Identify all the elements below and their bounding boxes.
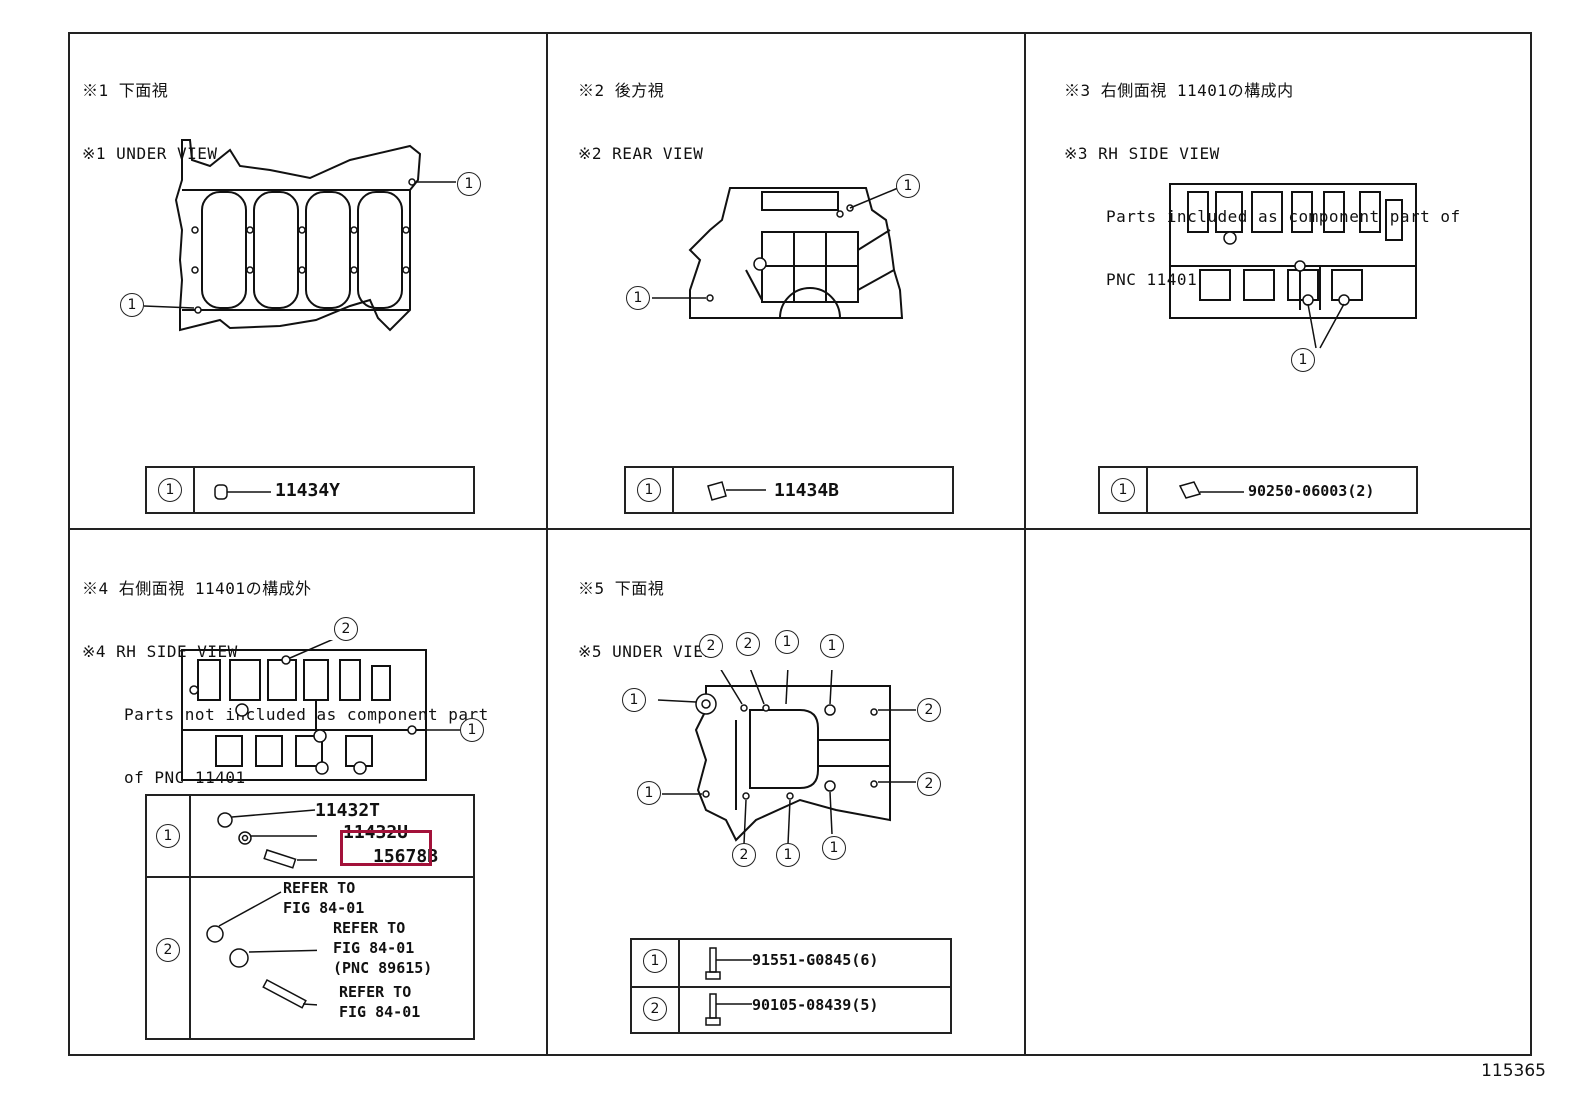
part-number[interactable]: 15678B	[373, 846, 439, 867]
header-en: ※3 RH SIDE VIEW	[1064, 144, 1220, 163]
part-number[interactable]: 91551-G0845(6)	[752, 951, 879, 969]
dowel-pin-icon	[1176, 480, 1246, 504]
callout-1: 1	[820, 634, 844, 658]
ref-line: REFER TO	[333, 919, 406, 937]
panel-header: ※2 後方視 ※2 REAR VIEW	[578, 38, 703, 206]
callout-1: 1	[1291, 348, 1315, 372]
callout-1: 1	[626, 286, 650, 310]
row-index-cell: 1	[626, 468, 674, 512]
highlight-box	[340, 830, 432, 866]
panel-header: ※1 下面視 ※1 UNDER VIEW	[82, 38, 218, 206]
panel-header: ※5 下面視 ※5 UNDER VIEW	[578, 536, 714, 704]
part-number[interactable]: 11434B	[774, 480, 840, 501]
bolt-icon	[704, 944, 754, 984]
diagram-frame	[68, 32, 1532, 1056]
row-index-column	[147, 796, 191, 1038]
row-number: 1	[156, 824, 180, 848]
callout-2: 2	[917, 772, 941, 796]
ref-line: REFER TO	[283, 879, 356, 897]
header-note: of PNC 11401	[124, 768, 246, 787]
dowel-pin-icon	[704, 480, 768, 504]
ref-line: FIG 84-01	[283, 899, 365, 917]
part-number[interactable]: 11434Y	[275, 480, 341, 501]
parts-table: 1 2 91551-G0845(6) 90105-08439(5)	[630, 938, 952, 1034]
row-number: 1	[637, 478, 661, 502]
callout-1: 1	[637, 781, 661, 805]
ref-line: FIG 84-01	[333, 939, 415, 957]
bolt-icon	[704, 990, 754, 1032]
callout-1: 1	[622, 688, 646, 712]
header-en: ※2 REAR VIEW	[578, 144, 704, 163]
row-index-cell: 1	[147, 468, 195, 512]
parts-table: 1 11434B	[624, 466, 954, 514]
cylinder-block-rh-side-drawing	[176, 640, 476, 790]
ref-line: REFER TO	[339, 983, 412, 1001]
row-number: 2	[643, 997, 667, 1021]
panel-header: ※4 右側面視 11401の構成外 ※4 RH SIDE VIEW Parts …	[82, 536, 489, 830]
header-jp: ※3 右側面視 11401の構成内	[1064, 81, 1294, 100]
callout-2: 2	[699, 634, 723, 658]
divider	[546, 34, 548, 1054]
header-en: ※5 UNDER VIEW	[578, 642, 714, 661]
row-divider	[632, 986, 950, 988]
cylinder-block-rh-side-drawing	[1160, 180, 1420, 380]
callout-1: 1	[775, 630, 799, 654]
divider	[70, 528, 1530, 530]
callout-2: 2	[732, 843, 756, 867]
row-number: 1	[643, 949, 667, 973]
callout-2: 2	[917, 698, 941, 722]
callout-1: 1	[776, 843, 800, 867]
row-index-cell: 1	[1100, 468, 1148, 512]
ref-line: FIG 84-01	[339, 1003, 421, 1021]
part-number[interactable]: 11432T	[315, 800, 381, 821]
figure-number: 115365	[1481, 1061, 1546, 1081]
reference-note: REFER TO FIG 84-01 (PNC 89615)	[333, 918, 432, 978]
callout-2: 2	[736, 632, 760, 656]
oil-pan-under-view-drawing	[640, 670, 940, 870]
part-number[interactable]: 90250-06003(2)	[1248, 482, 1375, 500]
header-jp: ※2 後方視	[578, 81, 665, 100]
callout-1: 1	[460, 718, 484, 742]
row-number: 2	[156, 938, 180, 962]
callout-1: 1	[896, 174, 920, 198]
knock-sensor-stud-icon	[197, 880, 317, 1030]
header-jp: ※5 下面視	[578, 579, 665, 598]
parts-table: 1 11434Y	[145, 466, 475, 514]
plug-gasket-union-icon	[211, 800, 321, 876]
row-number: 1	[158, 478, 182, 502]
header-en: ※4 RH SIDE VIEW	[82, 642, 238, 661]
ref-line: (PNC 89615)	[333, 959, 433, 977]
row-number: 1	[1111, 478, 1135, 502]
header-jp: ※4 右側面視 11401の構成外	[82, 579, 312, 598]
reference-note: REFER TO FIG 84-01	[283, 878, 364, 918]
divider	[1024, 34, 1026, 1054]
dowel-pin-icon	[213, 482, 273, 502]
header-jp: ※1 下面視	[82, 81, 169, 100]
callout-2: 2	[334, 617, 358, 641]
cylinder-block-rear-view-drawing	[650, 170, 970, 330]
header-en: ※1 UNDER VIEW	[82, 144, 218, 163]
cylinder-block-under-view-drawing	[120, 130, 500, 350]
reference-note: REFER TO FIG 84-01	[339, 982, 420, 1022]
header-note: PNC 11401	[1106, 270, 1198, 289]
callout-1: 1	[457, 172, 481, 196]
row-divider	[147, 876, 473, 878]
callout-1: 1	[120, 293, 144, 317]
parts-table: 1 2 11432T 11432U 15678B	[145, 794, 475, 1040]
parts-table: 1 90250-06003(2)	[1098, 466, 1418, 514]
callout-1: 1	[822, 836, 846, 860]
part-number[interactable]: 90105-08439(5)	[752, 996, 879, 1014]
